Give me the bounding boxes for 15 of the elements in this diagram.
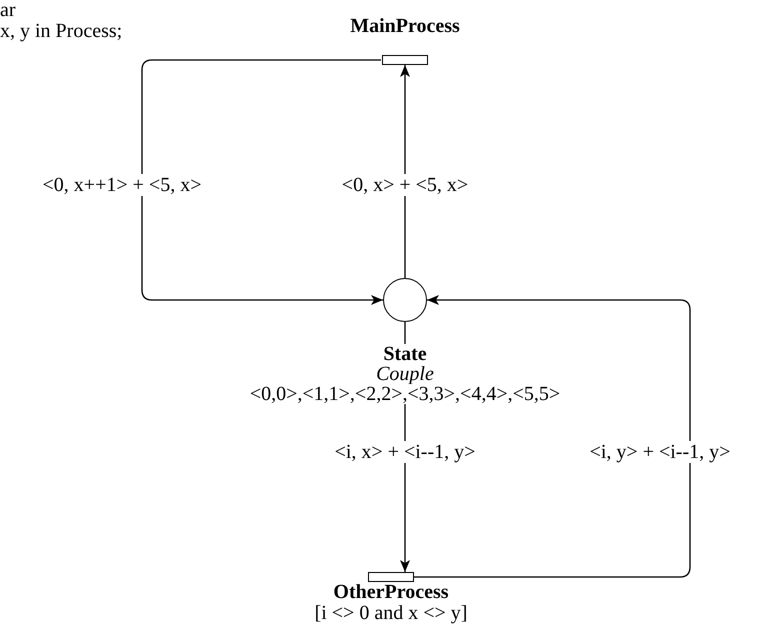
transition-guard: [i <> 0 and x <> y] <box>314 603 468 624</box>
place-name: State <box>383 344 427 364</box>
transition-name: MainProcess <box>350 14 460 38</box>
edge-label: <0, x++1> + <5, x> <box>40 174 204 196</box>
arc-arrow <box>414 295 691 578</box>
transition-name: OtherProcess <box>333 582 449 603</box>
edge-label: <0, x> + <5, x> <box>340 174 470 196</box>
initial-marking: <0,0>,<1,1>,<2,2>,<3,3>,<4,4>,<5,5> <box>250 384 560 404</box>
edge-label: <i, x> + <i--1, y> <box>332 441 478 463</box>
declaration-text: x, y in Process; <box>0 21 122 42</box>
arc-arrow <box>141 59 383 305</box>
edge-label: <i, y> + <i--1, y> <box>588 441 732 463</box>
place-type: Couple <box>376 364 434 384</box>
arc-arrow <box>400 65 410 278</box>
declaration-text: ar <box>0 0 16 21</box>
